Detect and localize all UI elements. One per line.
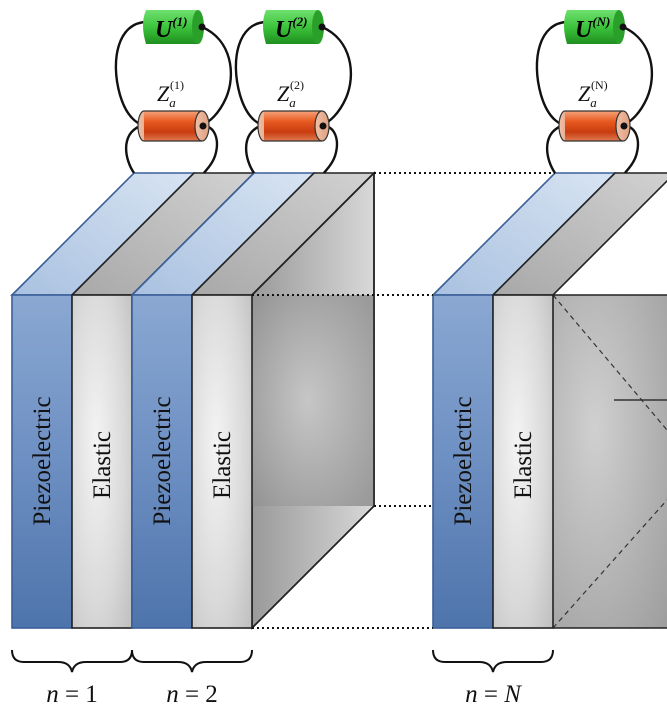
- voltage-source-1: [143, 10, 201, 44]
- terminal-dot-icon: [198, 23, 206, 31]
- svg-text:U(N): U(N): [575, 14, 610, 43]
- layer-label-piezo-2: Piezoelectric: [149, 396, 176, 525]
- terminal-dot-icon: [199, 122, 207, 130]
- source-2-symbol: U: [275, 17, 294, 43]
- brace-n: [432, 649, 554, 673]
- layer-label-elastic-n: Elastic: [510, 431, 537, 499]
- source-1-sup: (1): [172, 14, 187, 29]
- source-2-sup: (2): [292, 14, 307, 29]
- layer-label-elastic-1: Elastic: [89, 431, 116, 499]
- svg-text:Za(1): Za (1): [157, 78, 184, 110]
- svg-text:n = 2: n = 2: [166, 681, 218, 708]
- brace-1: [11, 649, 133, 673]
- elastic-2-front: [191, 294, 253, 629]
- dashed-diagonal: [552, 499, 667, 629]
- svg-text:Za(N): Za (N): [578, 78, 608, 110]
- layer-label-elastic-2: Elastic: [209, 431, 236, 499]
- elastic-1-front: [71, 294, 133, 629]
- cell-2-var: n: [166, 681, 179, 708]
- terminal-dot-icon: [620, 122, 628, 130]
- source-1-symbol: U: [155, 17, 174, 43]
- impedance-1-sup: (1): [170, 78, 184, 92]
- block-n-side: [553, 295, 667, 628]
- piezo-n-front: [432, 294, 494, 629]
- dashed-diagonal: [552, 294, 667, 431]
- voltage-source-2: [263, 10, 321, 44]
- cell-1-value: 1: [85, 681, 98, 708]
- cell-2-value: 2: [205, 681, 218, 708]
- svg-text:n = N: n = N: [465, 681, 522, 708]
- svg-text:Za(2): Za (2): [277, 78, 304, 110]
- impedance-1-symbol: Z: [157, 81, 170, 106]
- impedance-2-sup: (2): [290, 78, 304, 92]
- terminal-dot-icon: [318, 23, 326, 31]
- cell-n-var: n: [465, 681, 478, 708]
- layer-label-piezo-n: Piezoelectric: [450, 396, 477, 525]
- piezo-1-front: [11, 294, 73, 629]
- cell-n-value: N: [503, 681, 522, 708]
- cell-1-eq: =: [59, 681, 86, 708]
- resistor-2: [264, 111, 322, 141]
- resistor-1: [144, 111, 202, 141]
- circuit-2: U(2) Za(2): [234, 10, 353, 174]
- svg-text:U(2): U(2): [275, 14, 308, 43]
- circuit-1: U(1) Za(1): [114, 10, 233, 174]
- impedance-2-symbol: Z: [277, 81, 290, 106]
- source-n-symbol: U: [575, 17, 594, 43]
- impedance-2-sub: a: [289, 95, 296, 110]
- source-n-sup: (N): [592, 14, 610, 29]
- circuit-n: U(N) Za(N): [535, 10, 654, 174]
- cell-n-eq: =: [478, 681, 505, 708]
- voltage-source-n: [564, 10, 622, 44]
- layer-label-piezo-1: Piezoelectric: [29, 396, 56, 525]
- cell-1-var: n: [46, 681, 59, 708]
- cell-2-eq: =: [179, 681, 206, 708]
- svg-text:n = 1: n = 1: [46, 681, 98, 708]
- resistor-n: [565, 111, 623, 141]
- impedance-n-sub: a: [590, 95, 597, 110]
- piezo-2-front: [131, 294, 193, 629]
- impedance-1-sub: a: [169, 95, 176, 110]
- terminal-dot-icon: [619, 23, 627, 31]
- svg-text:U(1): U(1): [155, 14, 188, 43]
- impedance-n-sup: (N): [591, 78, 608, 92]
- impedance-n-symbol: Z: [578, 81, 591, 106]
- block-1-opening: [252, 295, 374, 506]
- brace-2: [131, 649, 253, 673]
- terminal-dot-icon: [319, 122, 327, 130]
- elastic-n-front: [492, 294, 554, 629]
